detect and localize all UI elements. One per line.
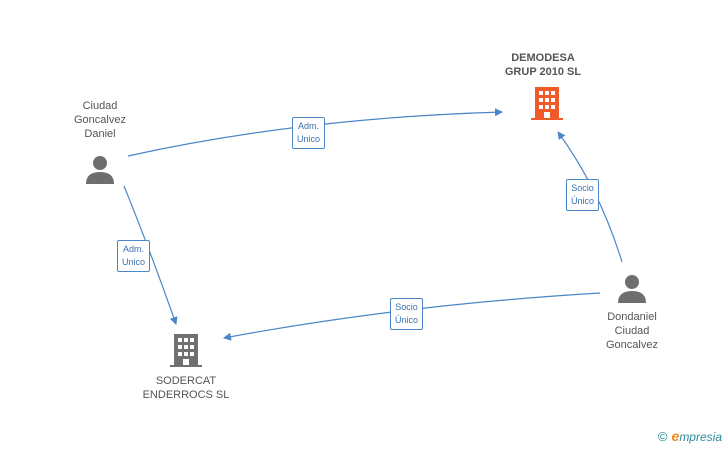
edge-label-adm-unico[interactable]: Adm. Unico <box>117 240 151 272</box>
node-label-demodesa: DEMODESA GRUP 2010 SL <box>504 52 582 78</box>
edge-label-socio-unico[interactable]: Socio Único <box>566 179 600 211</box>
building-icon[interactable] <box>169 333 203 367</box>
node-label-dondaniel: Dondaniel Ciudad Goncalvez <box>606 311 658 351</box>
person-icon[interactable] <box>85 154 115 184</box>
brand-name: mpresia <box>679 430 722 444</box>
node-label-ciudad: Ciudad Goncalvez Daniel <box>74 100 126 140</box>
brand-logo[interactable]: © empresia <box>658 428 722 444</box>
node-label-sodercat: SODERCAT ENDERROCS SL <box>142 375 230 401</box>
person-icon[interactable] <box>617 273 647 303</box>
brand-e-letter: e <box>671 428 680 444</box>
edge-label-socio-unico[interactable]: Socio Único <box>390 298 424 330</box>
copyright-icon: © <box>657 428 668 444</box>
building-icon[interactable] <box>530 86 564 120</box>
edge-label-adm-unico[interactable]: Adm. Unico <box>292 117 326 149</box>
